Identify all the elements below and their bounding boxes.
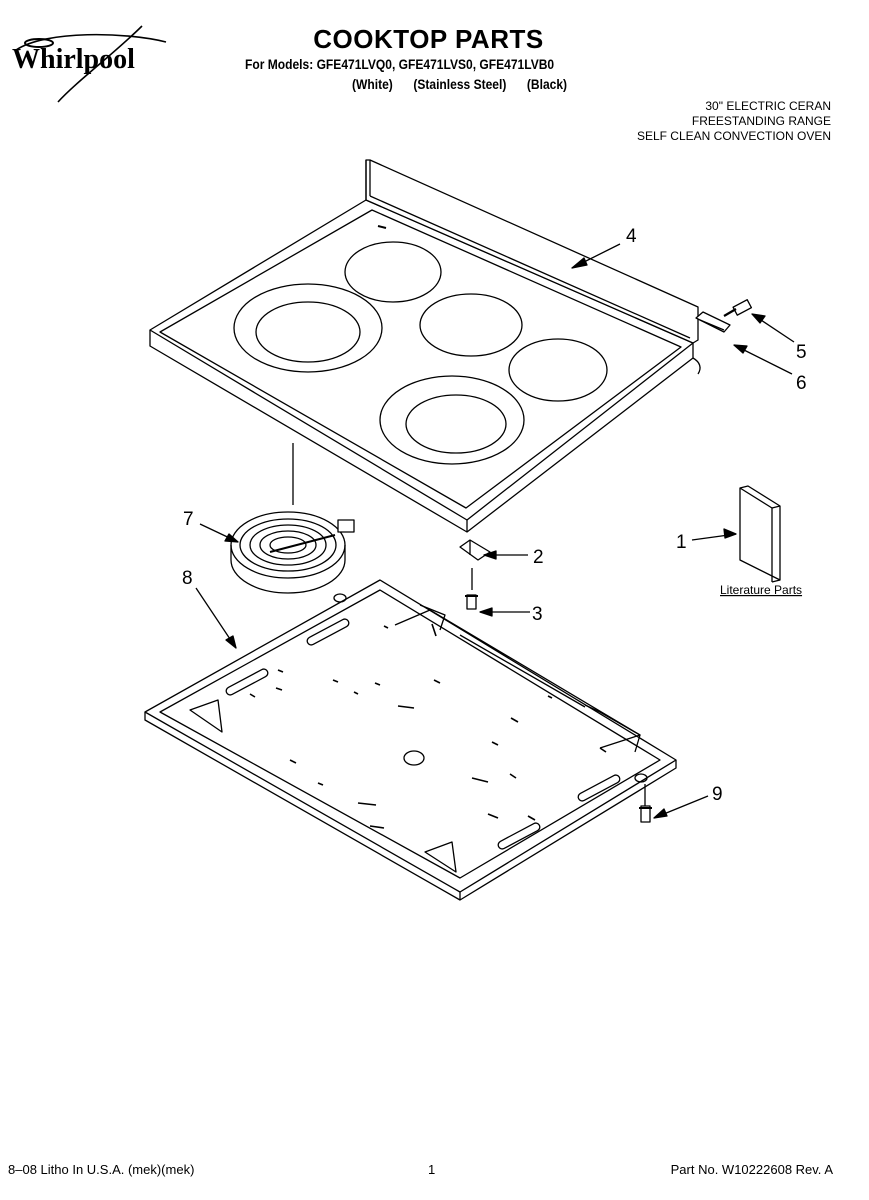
callout-3: 3 xyxy=(532,604,543,625)
callout-arrows xyxy=(195,243,795,819)
description-line-1: 30" ELECTRIC CERAN xyxy=(705,99,831,113)
cooktop-support-tray xyxy=(144,579,677,901)
description-line-3: SELF CLEAN CONVECTION OVEN xyxy=(636,129,831,143)
callout-9: 9 xyxy=(712,784,723,805)
burner-right xyxy=(508,338,608,402)
footer-part-number: Part No. W10222608 Rev. A xyxy=(670,1162,833,1177)
callout-5: 5 xyxy=(796,342,807,363)
footer-page-number: 1 xyxy=(428,1162,436,1177)
description-line-2: FREESTANDING RANGE xyxy=(691,114,831,128)
tray-screw xyxy=(639,784,652,823)
callout-8: 8 xyxy=(182,568,193,589)
burner-left-inner xyxy=(255,301,361,363)
page-title: COOKTOP PARTS xyxy=(313,24,544,54)
burner-rear-left xyxy=(344,241,442,303)
callout-6: 6 xyxy=(796,373,807,394)
callout-1: 1 xyxy=(676,532,687,553)
callout-7: 7 xyxy=(183,509,194,530)
brand-wordmark: Whirlpool xyxy=(12,44,135,75)
callout-2: 2 xyxy=(533,547,544,568)
callout-4: 4 xyxy=(626,226,637,247)
finishes-line: (White) (Stainless Steel) (Black) xyxy=(352,76,584,92)
clip-and-screw xyxy=(459,539,491,610)
whirlpool-logo: Whirlpool xyxy=(12,25,167,103)
models-line: For Models: GFE471LVQ0, GFE471LVS0, GFE4… xyxy=(245,56,555,72)
footer-litho: 8–08 Litho In U.S.A. (mek)(mek) xyxy=(8,1162,195,1177)
burner-center xyxy=(419,293,523,357)
burner-front-inner xyxy=(405,394,507,454)
product-description: 30" ELECTRIC CERAN FREESTANDING RANGE SE… xyxy=(637,99,831,144)
finish-stainless: (Stainless Steel) xyxy=(413,76,507,92)
finish-black: (Black) xyxy=(526,76,568,92)
cooktop-glass xyxy=(149,159,701,533)
burner-left-outer xyxy=(233,283,383,373)
finish-white: (White) xyxy=(352,76,393,92)
bracket-and-screw xyxy=(695,299,753,333)
burner-front-outer xyxy=(379,375,525,465)
literature-booklet xyxy=(739,485,781,583)
radiant-surface-element xyxy=(230,511,355,594)
literature-parts-label: Literature Parts xyxy=(720,583,802,597)
